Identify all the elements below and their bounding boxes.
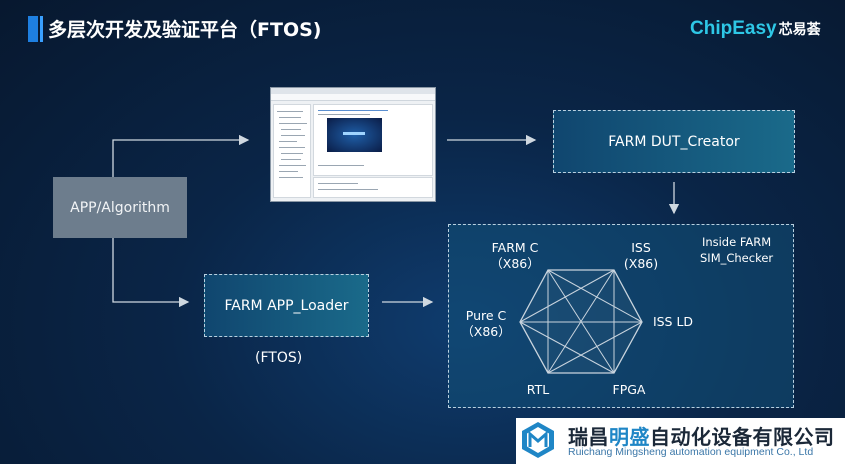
node-farm-c: FARM C （X86）: [490, 240, 540, 271]
app-algorithm-box: APP/Algorithm: [53, 177, 187, 238]
slide-title: 多层次开发及验证平台（FTOS): [48, 19, 322, 41]
sim-checker-label: Inside FARM SIM_Checker: [700, 235, 774, 265]
app-loader-box: FARM APP_Loader: [204, 274, 369, 337]
title-accent-bar: [28, 16, 38, 42]
sim-checker-box: [448, 224, 794, 408]
node-pure-c: Pure C （X86）: [461, 308, 511, 339]
node-iss: ISS (X86): [623, 240, 659, 271]
connector-app-to-loader: [112, 238, 190, 308]
company-name-en: Ruichang Mingsheng automation equipment …: [568, 446, 814, 458]
node-fpga: FPGA: [612, 382, 646, 397]
title-accent-bar-thin: [40, 16, 43, 42]
node-iss-ld: ISS LD: [652, 314, 694, 329]
company-logo-icon: [522, 422, 554, 458]
ide-screenshot-image: [270, 87, 436, 202]
brand-name: ChipEasy: [690, 18, 777, 39]
company-name-cn: 瑞昌明盛自动化设备有限公司: [568, 425, 835, 449]
node-rtl: RTL: [526, 382, 550, 397]
brand-name-cn: 芯易荟: [778, 21, 821, 37]
connector-app-to-ide: [112, 134, 250, 177]
footer-logo-panel: [516, 418, 845, 464]
loader-caption: (FTOS): [255, 350, 303, 366]
dut-creator-box: FARM DUT_Creator: [553, 110, 795, 173]
